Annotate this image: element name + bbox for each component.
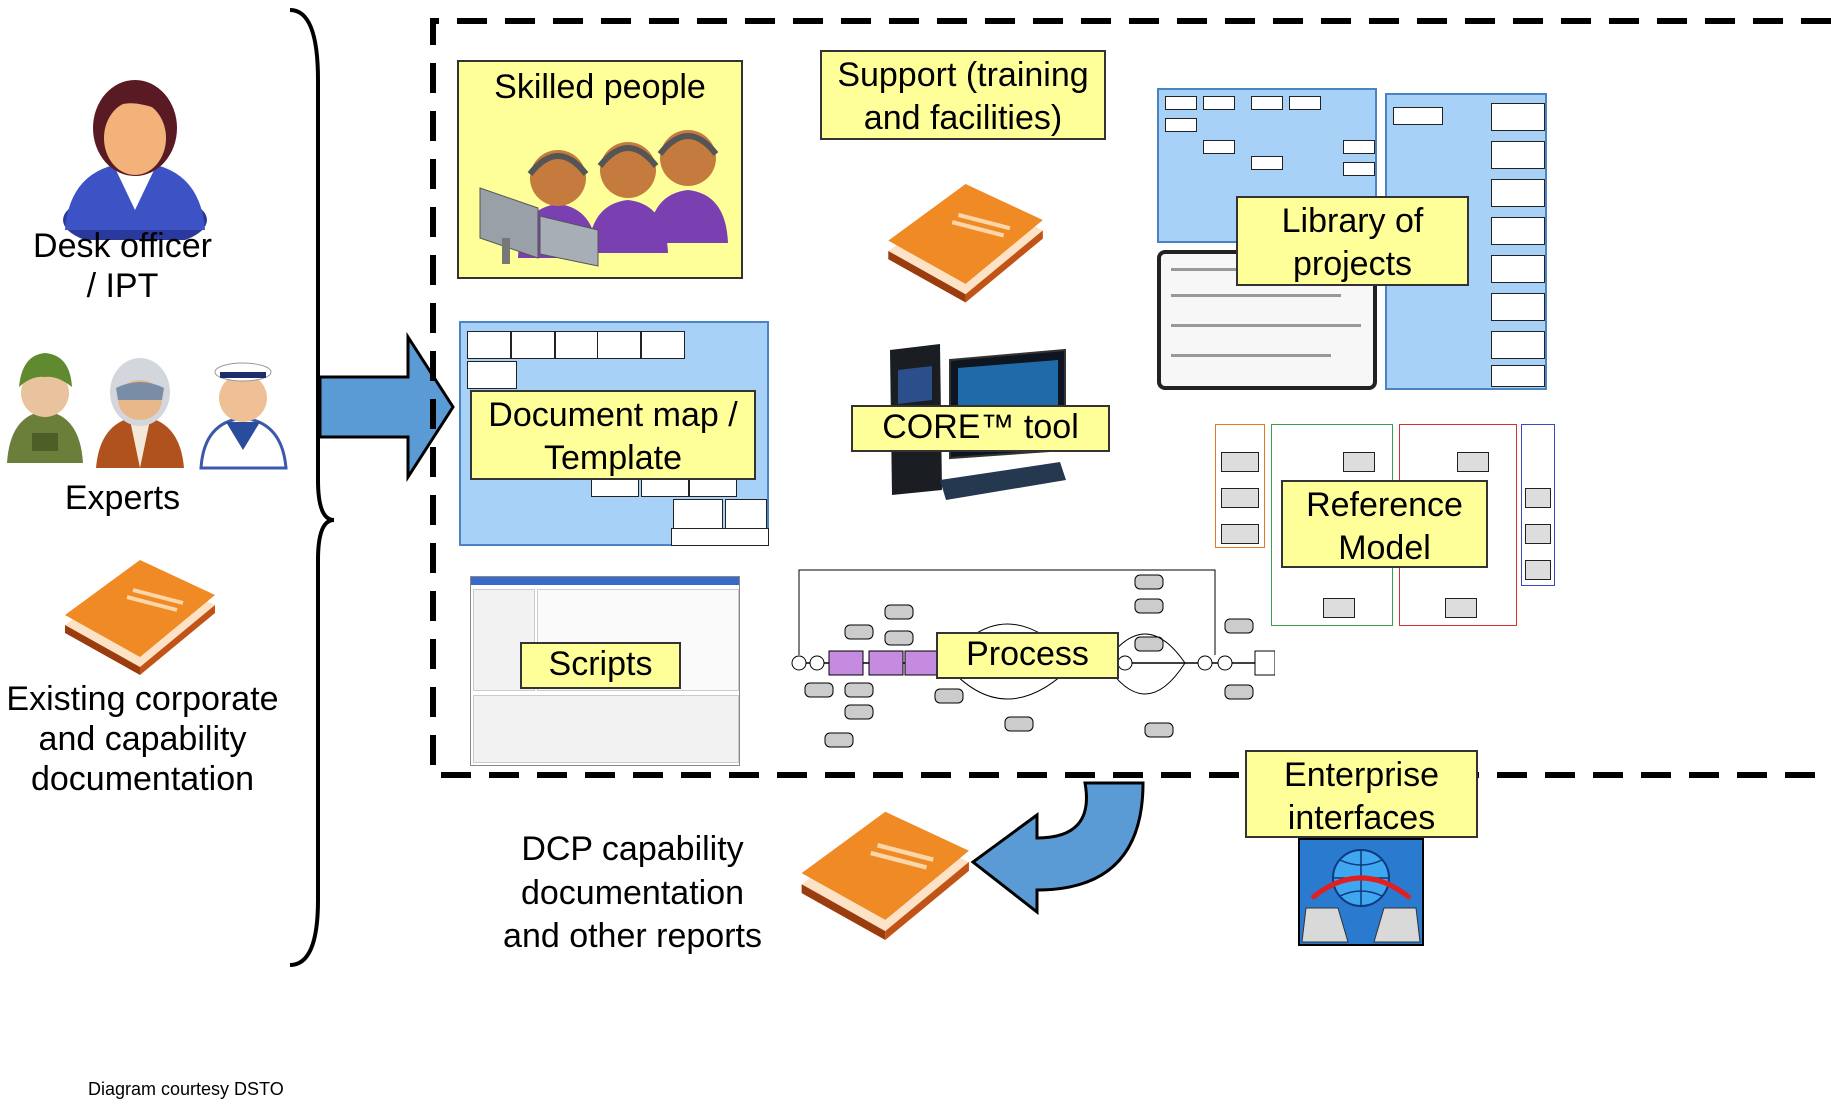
sailor-icon <box>199 362 288 470</box>
existing-docs-label: Existing corporate and capability docume… <box>6 680 279 799</box>
scripts-label: Scripts <box>548 645 653 683</box>
enterprise-interfaces-box: Enterprise interfaces <box>1245 750 1478 838</box>
enterprise-interfaces-label: Enterprise interfaces <box>1284 756 1439 837</box>
pilot-icon <box>96 358 184 468</box>
scripts-box: Scripts <box>520 642 681 689</box>
book-icon <box>65 560 215 675</box>
library-box: Library of projects <box>1236 196 1469 286</box>
call-center-operators-icon <box>479 130 728 267</box>
system-boundary <box>430 18 1831 778</box>
reference-model-label: Reference Model <box>1306 486 1463 567</box>
document-map-label: Document map / Template <box>488 396 738 477</box>
document-map-box: Document map / Template <box>470 390 756 480</box>
skilled-people-label: Skilled people <box>494 68 706 106</box>
credit-text: Diagram courtesy DSTO <box>88 1079 284 1099</box>
grouping-brace <box>289 8 335 967</box>
core-tool-box: CORE™ tool <box>851 405 1110 452</box>
output-label: DCP capability documentation and other r… <box>503 830 762 956</box>
experts-label: Experts <box>64 479 181 517</box>
reference-model-thumbnail <box>1213 424 1555 626</box>
soldier-icon <box>7 353 83 463</box>
input-arrow <box>318 332 455 482</box>
process-box: Process <box>936 632 1119 679</box>
core-tool-label: CORE™ tool <box>882 408 1079 446</box>
training-book-icon <box>888 183 1043 303</box>
process-flow-diagram <box>791 569 1275 748</box>
library-label: Library of projects <box>1281 202 1424 283</box>
support-box: Support (training and facilities) <box>820 50 1106 140</box>
output-book-icon <box>801 811 969 940</box>
output-arrow <box>970 781 1145 915</box>
desk-officer-label: Desk officer / IPT <box>33 227 212 306</box>
process-label: Process <box>966 635 1089 673</box>
reference-model-box: Reference Model <box>1281 480 1488 568</box>
desk-officer-icon <box>63 80 207 240</box>
support-label: Support (training and facilities) <box>837 56 1089 137</box>
network-globe-icon <box>1298 838 1424 946</box>
